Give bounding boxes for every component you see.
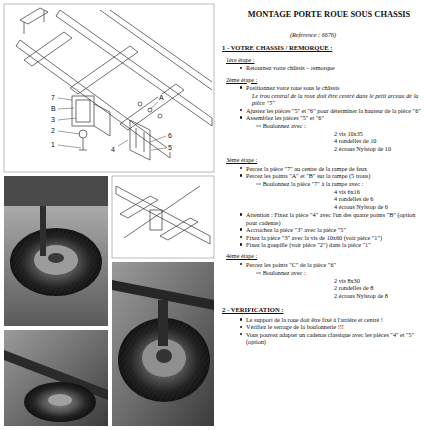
instruction-row: Positionnez votre roue sous le châssis [246, 84, 426, 91]
instruction-row: 4 rondelles de 6 [334, 195, 426, 202]
instruction-row: 4ème étape : [226, 252, 426, 259]
bullet [240, 86, 242, 88]
instruction-text: Attention : Fixez la pièce "4" avec l'un… [246, 211, 415, 225]
instruction-row: 2 écrous Nylstop de 10 [334, 145, 426, 152]
callout-number: 2 [50, 127, 56, 135]
wheel-photo [4, 176, 108, 326]
bracket-sketch [112, 176, 214, 258]
instruction-text: ⇨ Boulonnez avec : [256, 122, 306, 129]
bullet [240, 109, 242, 111]
callout-number: B [50, 105, 57, 113]
instruction-text: Le trou central de la roue doit être cen… [252, 92, 418, 106]
instruction-row: 2 vis 10x35 [334, 130, 426, 137]
callout-number: 5 [167, 144, 173, 152]
callout-number: 3 [50, 116, 56, 124]
wheel-under-chassis-photo [112, 262, 214, 426]
bullet [240, 236, 242, 238]
bullet [240, 263, 242, 265]
instruction-row: Percez les points "C" de la pièce "6" [246, 261, 426, 268]
instruction-row: Assemblez les pièces "5" et "6" [246, 114, 426, 121]
instruction-row: Fixez la goupille (voir pièce "2") dans … [246, 241, 426, 248]
callout-number: 1 [50, 141, 56, 149]
bullet [240, 228, 242, 230]
bullet [240, 116, 242, 118]
instruction-row: Attention : Fixez la pièce "4" avec l'un… [246, 211, 426, 226]
instruction-text: 2 écrous Nylstop de 10 [334, 145, 391, 152]
instruction-text: 2 rondelles de 8 [334, 284, 373, 291]
bullet [240, 167, 242, 169]
chassis-sketch [4, 4, 214, 172]
instruction-text: 4 écrous Nylstop de 6 [334, 203, 388, 210]
callout-number: A [158, 94, 165, 102]
reference-note: (Reference : 6676) [290, 31, 336, 38]
instruction-text: 4 vis 6x16 [334, 188, 360, 195]
instruction-row: 4 rondelles de 10 [334, 137, 426, 144]
instruction-row: 4 vis 6x16 [334, 188, 426, 195]
instruction-row: Le trou central de la roue doit être cen… [252, 92, 426, 107]
instruction-row: 1 - VOTRE CHASSIS / REMORQUE : [222, 44, 426, 52]
instruction-text: ⇨ Boulonnez la pièce "7" à la rampe avec… [256, 180, 363, 187]
callout-number: 7 [50, 94, 56, 102]
instruction-row: Percez les points "A" et "B" sur la ramp… [246, 172, 426, 179]
instruction-text: Percez les points "A" et "B" sur la ramp… [246, 172, 370, 179]
instruction-row: 2 écrous Nylstop de 8 [334, 292, 426, 299]
callout-number: 4 [110, 146, 116, 154]
instruction-text: Positionnez votre roue sous le châssis [246, 84, 339, 91]
step-heading: 3ème étape : [226, 156, 257, 163]
instruction-row: 3ème étape : [226, 156, 426, 163]
instruction-text: 2 vis 8x30 [334, 277, 360, 284]
instruction-row: Le support de la roue doit être fixé à l… [246, 316, 426, 323]
bullet [240, 243, 242, 245]
instruction-text: Vérifiez le serrage de la boulonnerie !!… [246, 323, 344, 330]
bullet [240, 326, 242, 328]
instruction-text: Fixez la goupille (voir pièce "2") dans … [246, 241, 371, 248]
leader-line [58, 98, 166, 150]
instruction-text: Retournez votre châssis – remorque [246, 64, 335, 71]
instruction-text: ⇨ Boulonnez avec : [256, 269, 306, 276]
instruction-text: Ajustez les pièces "5" et "6" pour déter… [246, 107, 421, 114]
instruction-text: Percez la pièce "7" au centre de la ramp… [246, 165, 367, 172]
bullet [240, 333, 242, 335]
instruction-text: Fixez la pièce "3" avec la vis de 10x60 … [246, 234, 382, 241]
instruction-row: Percez la pièce "7" au centre de la ramp… [246, 165, 426, 172]
bullet [240, 174, 242, 176]
instruction-text: Percez les points "C" de la pièce "6" [246, 261, 336, 268]
instruction-row: 1ère étape : [226, 56, 426, 63]
instruction-text: Assemblez les pièces "5" et "6" [246, 114, 324, 121]
instruction-row: Vous pouvez adapter un cadenas classique… [246, 331, 426, 346]
instruction-text: Accrochez la pièce "3" avec la pièce "5" [246, 226, 346, 233]
instruction-text: 2 écrous Nylstop de 8 [334, 292, 388, 299]
instruction-text: 2 vis 10x35 [334, 130, 363, 137]
instruction-row: 2 rondelles de 8 [334, 284, 426, 291]
instruction-text: Le support de la roue doit être fixé à l… [246, 316, 383, 323]
chassis-photo [4, 330, 108, 426]
instruction-row: Fixez la pièce "3" avec la vis de 10x60 … [246, 234, 426, 241]
instruction-row: 2 - VERIFICATION : [222, 306, 426, 314]
bullet [240, 67, 242, 69]
instruction-row: Retournez votre châssis – remorque [246, 64, 426, 71]
step-heading: 2ème étape : [226, 76, 257, 83]
instruction-row: ⇨ Boulonnez avec : [256, 122, 426, 129]
instruction-text: 4 rondelles de 6 [334, 195, 373, 202]
bullet [240, 213, 242, 215]
step-heading: 1ère étape : [226, 56, 255, 63]
callout-number: 6 [167, 132, 173, 140]
instruction-row: 2 vis 8x30 [334, 277, 426, 284]
instruction-row: ⇨ Boulonnez avec : [256, 269, 426, 276]
instruction-row: Accrochez la pièce "3" avec la pièce "5" [246, 226, 426, 233]
instruction-column: 1 - VOTRE CHASSIS / REMORQUE : 1ère étape… [222, 44, 426, 346]
step-heading: 4ème étape : [226, 252, 257, 259]
section-heading: 1 - VOTRE CHASSIS / REMORQUE : [222, 44, 332, 51]
title: MONTAGE PORTE ROUE SOUS CHASSIS [236, 10, 422, 20]
instruction-text: 4 rondelles de 10 [334, 137, 376, 144]
instruction-row: ⇨ Boulonnez la pièce "7" à la rampe avec… [256, 180, 426, 187]
instruction-row: 4 écrous Nylstop de 6 [334, 203, 426, 210]
section-heading: 2 - VERIFICATION : [222, 306, 283, 313]
bullet [240, 318, 242, 320]
instruction-row: Vérifiez le serrage de la boulonnerie !!… [246, 323, 426, 330]
instruction-row: Ajustez les pièces "5" et "6" pour déter… [246, 107, 426, 114]
instruction-text: Vous pouvez adapter un cadenas classique… [246, 331, 414, 345]
instruction-row: 2ème étape : [226, 76, 426, 83]
